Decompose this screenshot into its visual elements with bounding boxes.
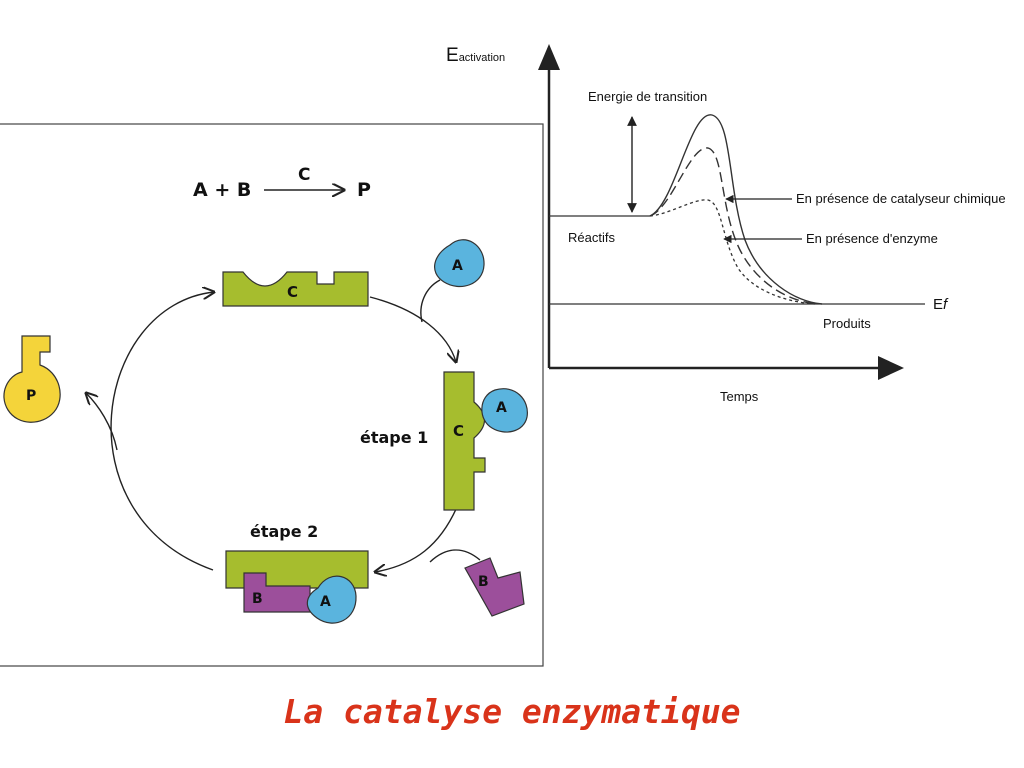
enzyme-step1-label: C <box>453 422 464 440</box>
curve-enzyme <box>649 199 816 305</box>
step1-label: étape 1 <box>360 428 428 447</box>
activation-energy-graph: Eactivation Temps Energie de transition … <box>446 44 1024 404</box>
substrate-a-free <box>434 239 485 287</box>
substrate-b-bound-step2 <box>243 572 311 613</box>
x-axis-label: Temps <box>720 389 759 404</box>
curve-chemical-catalyst <box>649 147 819 305</box>
cycle-arrow-bottom-right <box>375 506 458 572</box>
product-p-label: P <box>26 388 36 404</box>
enzyme-free-label: C <box>287 283 298 301</box>
y-axis-arrowhead <box>538 44 560 70</box>
equation-reactants: A + B <box>193 179 251 201</box>
catalytic-cycle-panel: A + B C P C A C A étape 1 B étape 2 B A <box>0 123 544 667</box>
substrate-a-step1-label: A <box>496 400 507 416</box>
substrate-a-entry-arrow <box>420 279 441 323</box>
cycle-arrow-left <box>110 292 214 571</box>
y-axis-label: Eactivation <box>446 45 505 66</box>
release-product-arrow <box>86 393 118 451</box>
products-label: Produits <box>823 316 871 331</box>
substrate-a-step2-label: A <box>320 594 331 610</box>
step2-label: étape 2 <box>250 522 318 541</box>
substrate-b-step2-label: B <box>252 591 263 607</box>
transition-energy-label: Energie de transition <box>588 89 707 104</box>
equation-product: P <box>357 179 371 201</box>
slide-title: La catalyse enzymatique <box>283 692 741 731</box>
graph-background <box>545 44 1024 372</box>
equation-catalyst: C <box>298 165 310 185</box>
enzyme-step1 <box>443 371 486 511</box>
substrate-a-bound-step2 <box>306 575 357 624</box>
substrate-a-bound-step1 <box>481 388 528 433</box>
enzyme-free <box>222 271 369 307</box>
substrate-b-free <box>464 557 525 617</box>
reactants-label: Réactifs <box>568 230 615 245</box>
final-energy-label: Ef <box>933 296 949 313</box>
substrate-a-free-label: A <box>452 258 463 274</box>
chemical-catalyst-label: En présence de catalyseur chimique <box>796 191 1006 206</box>
x-axis-arrowhead <box>878 356 904 380</box>
substrate-b-free-label: B <box>478 574 489 590</box>
substrate-b-entry-arrow <box>429 549 481 563</box>
curve-uncatalysed <box>649 114 823 305</box>
cycle-arrow-top-right <box>369 296 456 362</box>
enzyme-curve-label: En présence d'enzyme <box>806 231 938 246</box>
product-p <box>3 335 61 423</box>
